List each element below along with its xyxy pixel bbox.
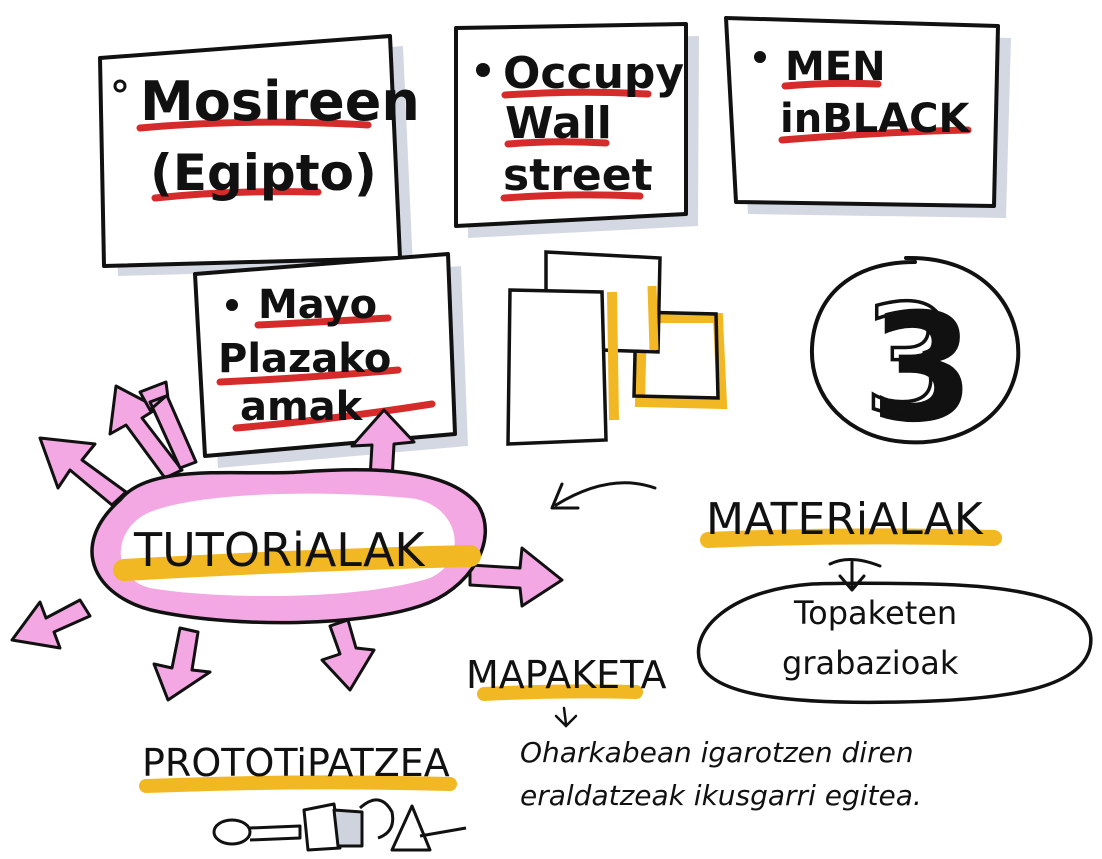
red-underline bbox=[216, 366, 402, 386]
prototipatzea-label: PROTOTiPATZEA bbox=[142, 741, 450, 785]
materialak-section: MATERiALAK Topaketen grabazioak bbox=[696, 494, 1093, 705]
number-three-badge: 3 3 bbox=[809, 255, 1021, 456]
yellow-highlight bbox=[113, 545, 481, 581]
mapaketa-desc-line2: eraldatzeak ikusgarri egitea. bbox=[520, 779, 922, 812]
stick-shape bbox=[249, 824, 302, 842]
occupy-line2: Wall bbox=[505, 98, 612, 149]
materialak-sub-line2: grabazioak bbox=[782, 644, 959, 682]
materialak-bubble bbox=[696, 581, 1093, 705]
meninblack-line2: inBLACK bbox=[780, 96, 971, 142]
arrow-right bbox=[468, 546, 564, 608]
bullet-dot bbox=[476, 63, 490, 77]
box-shade bbox=[332, 808, 364, 848]
red-underline bbox=[254, 314, 392, 329]
card-frame bbox=[724, 16, 1000, 208]
card-mosireen: Mosireen (Egipto) bbox=[98, 34, 420, 276]
card-occupy: Occupy Wall street bbox=[454, 22, 699, 238]
mapaketa-desc-line1: Oharkabean igarotzen diren bbox=[520, 736, 914, 769]
stacked-papers-icon bbox=[506, 250, 728, 446]
ball-shape bbox=[358, 798, 395, 840]
bullet-dot bbox=[226, 299, 238, 311]
yellow-highlight bbox=[477, 684, 643, 701]
red-underline bbox=[504, 138, 610, 148]
red-underline bbox=[781, 79, 882, 90]
down-arrow-icon bbox=[828, 558, 882, 592]
occupy-line3: street bbox=[503, 150, 653, 201]
down-arrow-icon bbox=[554, 706, 578, 728]
yellow-highlight bbox=[647, 285, 659, 351]
meninblack-line1: MEN bbox=[785, 44, 886, 90]
yellow-highlight bbox=[634, 313, 728, 410]
number-three-shadow: 3 bbox=[870, 282, 974, 456]
arrow-down bbox=[152, 626, 212, 702]
materialak-sub-line1: Topaketen bbox=[793, 594, 957, 632]
red-underline bbox=[232, 400, 436, 432]
arrow-up bbox=[138, 380, 198, 470]
materialak-label: MATERiALAK bbox=[706, 494, 984, 545]
red-underline bbox=[151, 188, 322, 202]
number-three: 3 bbox=[862, 274, 957, 448]
card-mayo: Mayo Plazako amak bbox=[193, 252, 468, 468]
tutorialak-cluster: TUTORiALAK bbox=[10, 380, 564, 702]
mayo-line3: amak bbox=[240, 384, 364, 430]
yellow-highlight bbox=[700, 528, 1002, 548]
mayo-line2: Plazako bbox=[218, 336, 391, 382]
card-frame bbox=[454, 22, 688, 228]
arrow-left bbox=[10, 598, 92, 650]
red-underline bbox=[778, 126, 972, 144]
mosireen-title: Mosireen bbox=[140, 70, 420, 133]
mayo-line1: Mayo bbox=[258, 282, 377, 328]
card-frame bbox=[193, 252, 457, 458]
base-line bbox=[419, 826, 467, 838]
yellow-highlight bbox=[607, 291, 619, 421]
arrow-upleft bbox=[38, 436, 128, 507]
prototipatzea-section: PROTOTiPATZEA bbox=[139, 741, 467, 852]
bullet-dot bbox=[113, 79, 127, 93]
red-underline bbox=[136, 118, 372, 132]
card-meninblack: MEN inBLACK bbox=[724, 16, 1011, 218]
mapaketa-label: MAPAKETA bbox=[466, 653, 666, 697]
red-underline bbox=[501, 88, 652, 99]
paper-front bbox=[506, 288, 608, 446]
mapaketa-section: MAPAKETA Oharkabean igarotzen diren eral… bbox=[466, 653, 922, 812]
prototype-objects-icon bbox=[212, 798, 467, 852]
mosireen-subtitle: (Egipto) bbox=[150, 144, 377, 202]
yellow-highlight bbox=[139, 775, 457, 793]
bullet-dot bbox=[754, 51, 766, 63]
cone-shape bbox=[390, 804, 432, 852]
arrow-head bbox=[550, 482, 580, 510]
curved-arrow bbox=[550, 481, 657, 510]
tutorialak-label: TUTORiALAK bbox=[133, 523, 426, 577]
oval-shape bbox=[212, 818, 252, 846]
paper-back bbox=[632, 310, 720, 400]
circle-outline bbox=[809, 255, 1021, 445]
box-shape bbox=[302, 802, 342, 852]
occupy-title: Occupy bbox=[503, 48, 684, 99]
arrow-down-right bbox=[320, 618, 376, 692]
red-underline bbox=[500, 191, 644, 202]
arrow-shaft bbox=[554, 481, 657, 507]
